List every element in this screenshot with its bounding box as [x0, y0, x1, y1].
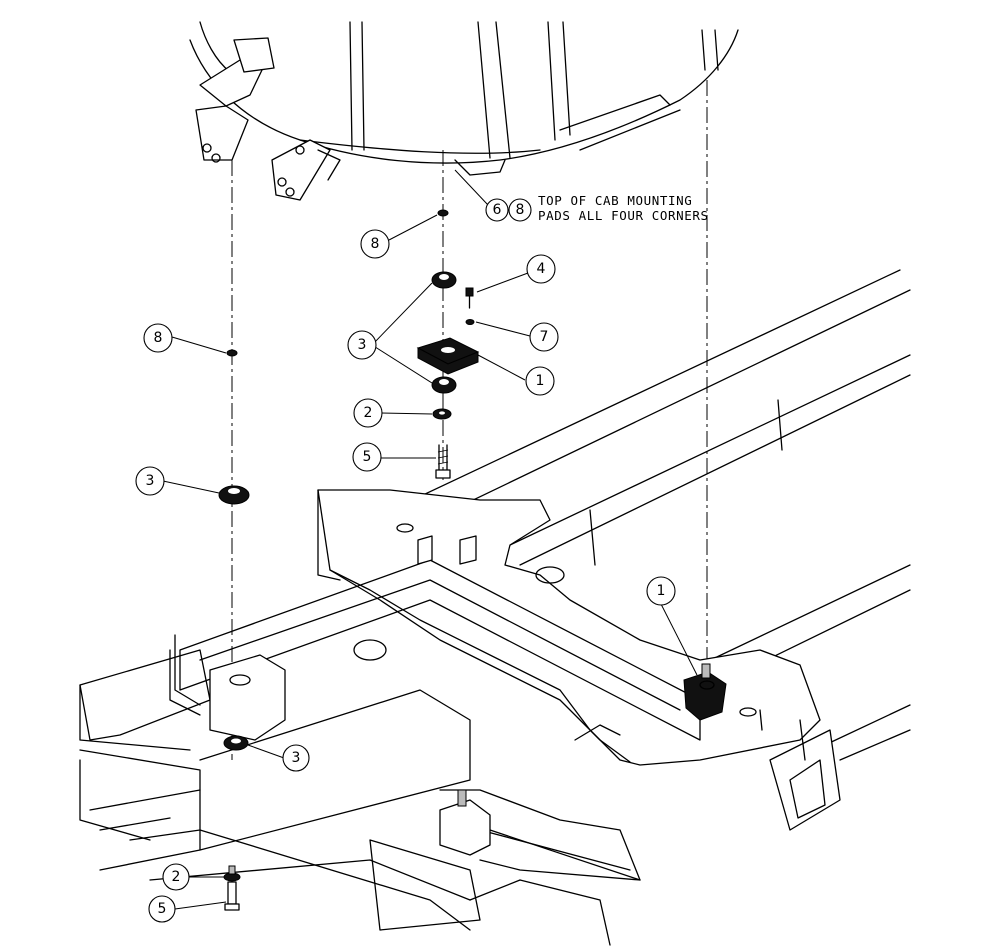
callout-label: 3 [358, 337, 367, 353]
washer-8-center-part [437, 209, 449, 217]
callout-1-right: 1 [646, 576, 676, 606]
parts [218, 209, 727, 911]
callout-6-top: 6 [485, 198, 509, 222]
callout-label: 5 [158, 901, 167, 917]
callout-4: 4 [526, 254, 556, 284]
isolator-3-lower-center-part [431, 376, 457, 394]
isolator-3-upper-center-part [431, 271, 457, 289]
isolator-3-lower-left-part [223, 735, 249, 751]
callout-label: 1 [657, 583, 666, 599]
mount-plate-1-center-part [416, 337, 480, 375]
isolator-3-left-part [218, 485, 250, 505]
washer-7-part [465, 319, 475, 325]
callout-label: 8 [516, 202, 525, 218]
bolt-5-lower-part [224, 881, 240, 911]
callout-label: 3 [146, 473, 155, 489]
leader-lines [162, 169, 698, 910]
callout-label: 1 [536, 373, 545, 389]
callout-5-center: 5 [352, 442, 382, 472]
callout-8-left: 8 [143, 323, 173, 353]
callout-2-center: 2 [353, 398, 383, 428]
callout-label: 3 [292, 750, 301, 766]
mounting-note: TOP OF CAB MOUNTING PADS ALL FOUR CORNER… [538, 193, 709, 223]
callout-5-lower: 5 [148, 895, 176, 923]
callout-label: 5 [363, 449, 372, 465]
callout-1-center: 1 [525, 366, 555, 396]
cab-body [189, 21, 739, 201]
callout-label: 4 [537, 261, 546, 277]
chassis-frame [79, 269, 911, 946]
callout-label: 7 [540, 329, 549, 345]
callout-label: 2 [172, 869, 181, 885]
callout-8-top: 8 [508, 198, 532, 222]
callout-3-center: 3 [347, 330, 377, 360]
callout-label: 8 [154, 330, 163, 346]
callout-label: 6 [493, 202, 502, 218]
callout-2-lower: 2 [162, 863, 190, 891]
callout-3-lower: 3 [282, 744, 310, 772]
callout-8-center: 8 [360, 229, 390, 259]
callout-label: 8 [371, 236, 380, 252]
callout-3-left: 3 [135, 466, 165, 496]
washer-2-center-part [432, 408, 452, 420]
bolt-4-part [465, 287, 474, 309]
callout-label: 2 [364, 405, 373, 421]
note-line-2: PADS ALL FOUR CORNERS [538, 208, 709, 223]
washer-8-left-part [226, 349, 238, 357]
callout-7: 7 [529, 322, 559, 352]
bolt-5-center-part [435, 444, 451, 479]
mount-1-right-part [683, 663, 727, 721]
note-line-1: TOP OF CAB MOUNTING [538, 193, 692, 208]
